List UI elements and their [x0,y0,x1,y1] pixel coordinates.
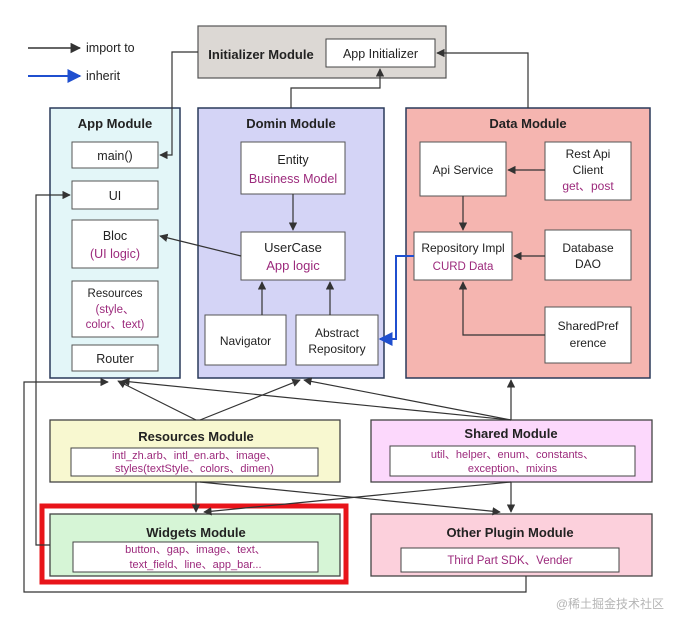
database-dao-label-2: DAO [575,257,601,271]
bloc-node [71,219,159,269]
inherit-repoimpl-to-abstract [378,255,414,346]
entity-label: Entity [277,153,309,167]
connectors [23,48,545,593]
main-label: main() [97,149,132,163]
usercase-label: UserCase [264,240,322,255]
entity-node [240,141,346,195]
rest-api-client-node [544,141,632,201]
ui-node [71,180,159,210]
bloc-label: Bloc [103,229,127,243]
navigator-label: Navigator [220,334,271,348]
shared-preference-label-1: SharedPref [558,319,619,333]
arrow-initializer-to-main [159,51,198,160]
data-module-title: Data Module [489,116,566,131]
watermark: @稀土掘金技术社区 [556,596,664,611]
ui-label: UI [109,189,122,203]
resources-label: Resources [88,288,143,300]
resources-node [71,280,159,338]
arrow-sharedpref-to-repoimpl [458,281,545,336]
shared-module-line-1: util、helper、enum、constants、 [431,449,594,461]
database-dao-node [544,229,632,281]
shared-module-line-2: exception、mixins [468,463,558,475]
other-plugin-module-line-1: Third Part SDK、Vender [447,555,572,567]
entity-sublabel: Business Model [249,172,337,186]
resources-module-line-1: intl_zh.arb、intl_en.arb、image、 [112,450,277,462]
abstract-repository-label-1: Abstract [315,326,360,340]
legend-inherit-label: inherit [86,69,121,83]
resources-module-title: Resources Module [138,429,254,444]
main-node [71,141,159,169]
abstract-repository-node [295,314,379,366]
shared-module: Shared Module util、helper、enum、constants… [370,419,653,483]
resources-sublabel-1: (style、 [96,304,135,316]
widgets-module-line-2: text_field、line、app_bar... [129,559,261,571]
app-initializer-node [325,38,436,68]
repository-impl-sublabel: CURD Data [433,261,494,273]
arrow-shared-to-domain [303,377,512,421]
other-plugin-module: Other Plugin Module Third Part SDK、Vende… [370,513,653,577]
rest-api-client-label-1: Rest Api [566,147,611,161]
initializer-module-title: Initializer Module [208,47,313,62]
shared-preference-label-2: erence [570,336,607,350]
widgets-module-line-1: button、gap、image、text、 [125,544,266,556]
other-plugin-module-content [400,547,620,573]
arrow-data-to-initializer [436,48,529,108]
arrow-resources-to-app [117,380,197,421]
repository-impl-node [413,231,513,281]
other-plugin-module-title: Other Plugin Module [446,525,573,540]
shared-preference-node [544,306,632,364]
rest-api-client-label-2: Client [573,163,604,177]
database-dao-label-1: Database [562,241,614,255]
router-label: Router [96,352,134,366]
widgets-module: Widgets Module button、gap、image、text、 te… [39,503,349,585]
resources-module-line-2: styles(textStyle、colors、dimen) [115,463,274,475]
navigator-node [204,314,287,366]
arrow-widgets-to-ui [35,190,71,546]
domain-module-title: Domin Module [246,116,336,131]
widgets-module-content [72,541,319,573]
arrow-resources-to-domain [199,378,301,421]
usercase-node [240,231,346,281]
arrow-shared-to-app [121,377,512,421]
app-module-title: App Module [78,116,152,131]
shared-module-content [389,445,636,477]
repository-impl-label: Repository Impl [421,241,504,255]
rest-api-client-sublabel: get、post [562,179,614,193]
abstract-repository-label-2: Repository [308,342,365,356]
resources-module: Resources Module intl_zh.arb、intl_en.arb… [49,419,341,483]
resources-sublabel-2: color、text) [86,319,145,331]
api-service-node [419,141,507,197]
shared-module-title: Shared Module [464,426,557,441]
initializer-module: Initializer Module App Initializer [197,25,447,79]
arrow-resources-to-plugin [199,481,501,516]
legend-import-label: import to [86,41,135,55]
router-node [71,344,159,372]
app-initializer-label: App Initializer [343,47,418,61]
usercase-sublabel: App logic [266,258,320,273]
api-service-label: Api Service [433,163,494,177]
bloc-sublabel: (UI logic) [90,247,140,261]
resources-module-content [70,447,319,477]
arrow-shared-to-widgets [203,481,512,516]
arrow-usercase-to-bloc [159,233,242,257]
widgets-module-title: Widgets Module [146,525,246,540]
arrow-domain-to-initializer [290,68,385,108]
arrow-plugin-to-data [23,377,527,593]
legend: import to inherit [28,41,135,83]
